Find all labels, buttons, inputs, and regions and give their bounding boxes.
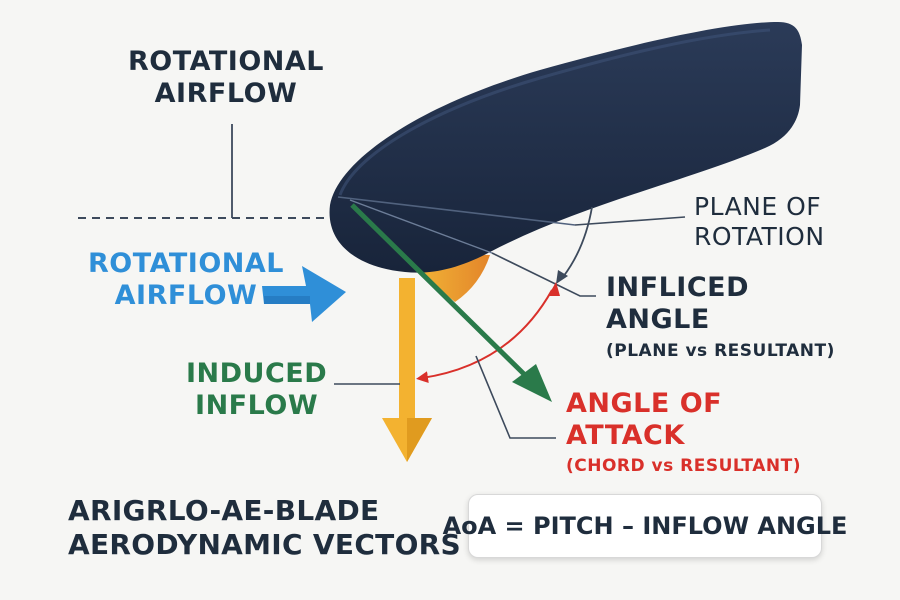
angle-of-attack-line2: ATTACK: [566, 420, 685, 452]
leader-plane: [574, 216, 686, 226]
rotational-airflow-top-line1: ROTATIONAL: [128, 46, 324, 77]
leader-inflow-angle: [491, 252, 596, 297]
formula-box: AoA = PITCH – INFLOW ANGLE: [443, 494, 847, 558]
aoa-arc-arrowhead-top: [548, 282, 560, 296]
induced-arrow-shaft: [399, 278, 415, 426]
induced-inflow-line1: INDUCED: [186, 358, 328, 389]
aoa-arc: [416, 289, 553, 384]
rotational-airflow-arrow: [262, 266, 346, 322]
blade-chord-inner: [349, 199, 493, 254]
chord-line: [337, 196, 576, 226]
rotational-airflow-top-label: ROTATIONAL AIRFLOW: [128, 46, 324, 111]
angle-of-attack-label: ANGLE OF ATTACK: [566, 388, 722, 453]
formula-text: AoA = PITCH – INFLOW ANGLE: [442, 512, 848, 540]
rotational-airflow-left-line1: ROTATIONAL: [88, 248, 284, 279]
diagram-title-line1: ARIGRLO-AE-BLADE: [68, 494, 380, 527]
induced-inflow-line2: INFLOW: [195, 390, 319, 422]
inflow-angle-line1: INFLICED: [606, 272, 750, 303]
inflow-angle-line2: ANGLE: [606, 304, 710, 336]
leader-aoa: [475, 355, 556, 439]
rotational-airflow-left-line2: AIRFLOW: [114, 280, 258, 312]
induced-arrowhead-shade: [407, 418, 432, 462]
inflow-angle-arc: [562, 206, 593, 278]
rotational-airflow-arrow-shade: [264, 296, 310, 304]
induced-inflow-label: INDUCED INFLOW: [186, 358, 327, 423]
plane-of-rotation-line1: PLANE OF: [694, 192, 822, 221]
angle-of-attack-line1: ANGLE OF: [566, 388, 723, 419]
plane-of-rotation-label: PLANE OF ROTATION: [694, 192, 825, 252]
diagram-title-line2: AERODYNAMIC VECTORS: [68, 527, 461, 561]
angle-of-attack-note: (CHORD vs RESULTANT): [566, 456, 801, 476]
blade-highlight: [338, 28, 771, 196]
inflow-angle-note: (PLANE vs RESULTANT): [606, 341, 835, 361]
inflow-angle-arrowhead: [556, 270, 568, 284]
inflow-angle-label: INFLICED ANGLE: [606, 272, 749, 337]
diagram-title: ARIGRLO-AE-BLADE AERODYNAMIC VECTORS: [68, 494, 461, 561]
resultant-arrowhead: [512, 364, 552, 402]
resultant-arrow-shaft: [350, 203, 530, 380]
rotational-airflow-top-line2: AIRFLOW: [154, 78, 298, 110]
plane-of-rotation-line2: ROTATION: [694, 222, 825, 251]
rotational-airflow-left-label: ROTATIONAL AIRFLOW: [88, 248, 284, 313]
